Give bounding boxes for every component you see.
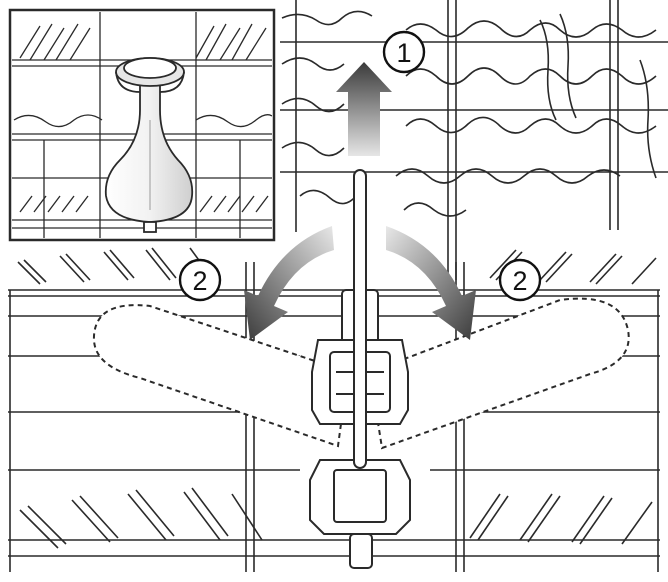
callout-step-1: 1 bbox=[382, 30, 426, 74]
svg-text:2: 2 bbox=[192, 266, 207, 296]
bottle-on-spray-nozzle bbox=[104, 57, 194, 233]
curved-arrow-right-icon bbox=[386, 226, 476, 340]
curved-arrow-left-icon bbox=[244, 226, 334, 340]
spray-arm-rod bbox=[353, 169, 367, 469]
spray-arm-outline bbox=[92, 297, 630, 450]
svg-text:1: 1 bbox=[396, 38, 411, 68]
inset-detail-view bbox=[8, 8, 276, 242]
upper-rack bbox=[280, 0, 668, 280]
callout-step-2-right: 2 bbox=[498, 258, 542, 302]
callout-step-2-left: 2 bbox=[178, 258, 222, 302]
svg-text:2: 2 bbox=[512, 266, 527, 296]
up-arrow-icon bbox=[336, 62, 392, 156]
